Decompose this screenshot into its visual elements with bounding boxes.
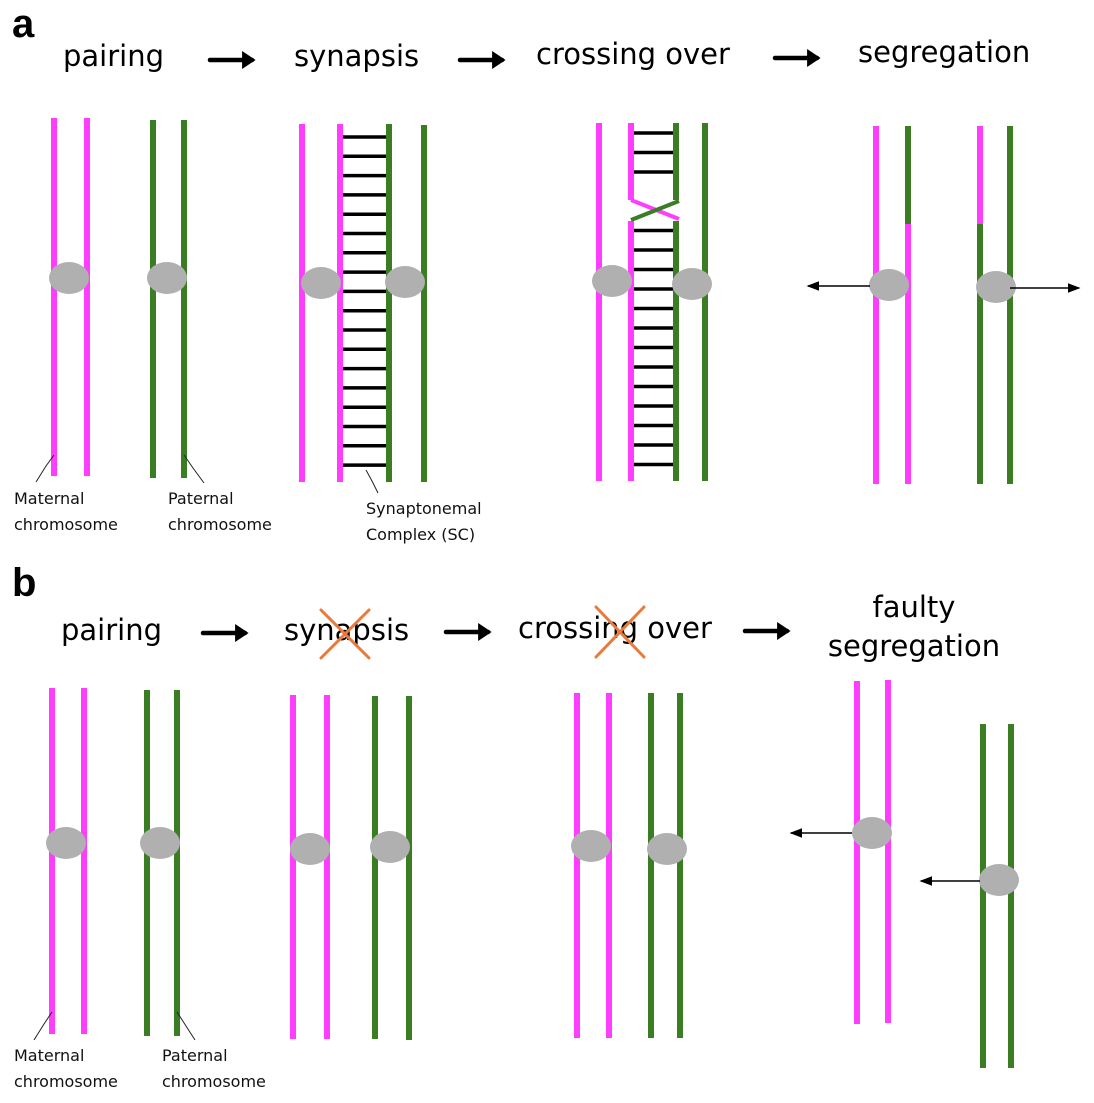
centromere <box>852 817 892 849</box>
maternal-leader-line <box>35 454 55 483</box>
centromere <box>370 831 410 863</box>
a-step-synapsis: synapsis <box>294 39 420 73</box>
a-step-crossing-over: crossing over <box>536 37 730 71</box>
centromere <box>385 266 425 298</box>
centromere <box>49 262 89 294</box>
centromere <box>147 262 187 294</box>
b-label-paternal: Paternal chromosome <box>162 1046 266 1091</box>
b-label-maternal: Maternal chromosome <box>14 1046 118 1091</box>
a-label-paternal: Paternal chromosome <box>168 489 272 534</box>
b-step-faulty-segregation: faulty segregation <box>827 590 1001 664</box>
paternal-leader-line <box>176 1011 196 1041</box>
paternal-leader-line <box>183 454 205 484</box>
centromere <box>46 827 86 859</box>
a-step-pairing: pairing <box>63 39 165 73</box>
crossover-paternal-segment <box>630 199 680 222</box>
centromere <box>592 265 632 297</box>
centromere <box>869 269 909 301</box>
centromere <box>290 833 330 865</box>
sc-leader-line <box>365 469 379 494</box>
b-step-pairing: pairing <box>61 613 163 647</box>
a-label-maternal: Maternal chromosome <box>14 489 118 534</box>
panel-a-letter: a <box>12 2 35 46</box>
panel-b-letter: b <box>12 561 37 605</box>
centromere <box>140 827 180 859</box>
b-step-synapsis: synapsis <box>284 613 410 647</box>
centromere <box>979 864 1019 896</box>
centromere <box>976 271 1016 303</box>
a-step-segregation: segregation <box>858 35 1031 69</box>
a-label-sc: Synaptonemal Complex (SC) <box>366 499 482 544</box>
centromere <box>571 830 611 862</box>
maternal-leader-line <box>33 1011 53 1041</box>
x-cross-icon-crossing-over <box>594 605 646 659</box>
centromere <box>301 267 341 299</box>
centromere <box>647 833 687 865</box>
centromere <box>672 268 712 300</box>
x-cross-icon-synapsis <box>319 608 371 660</box>
